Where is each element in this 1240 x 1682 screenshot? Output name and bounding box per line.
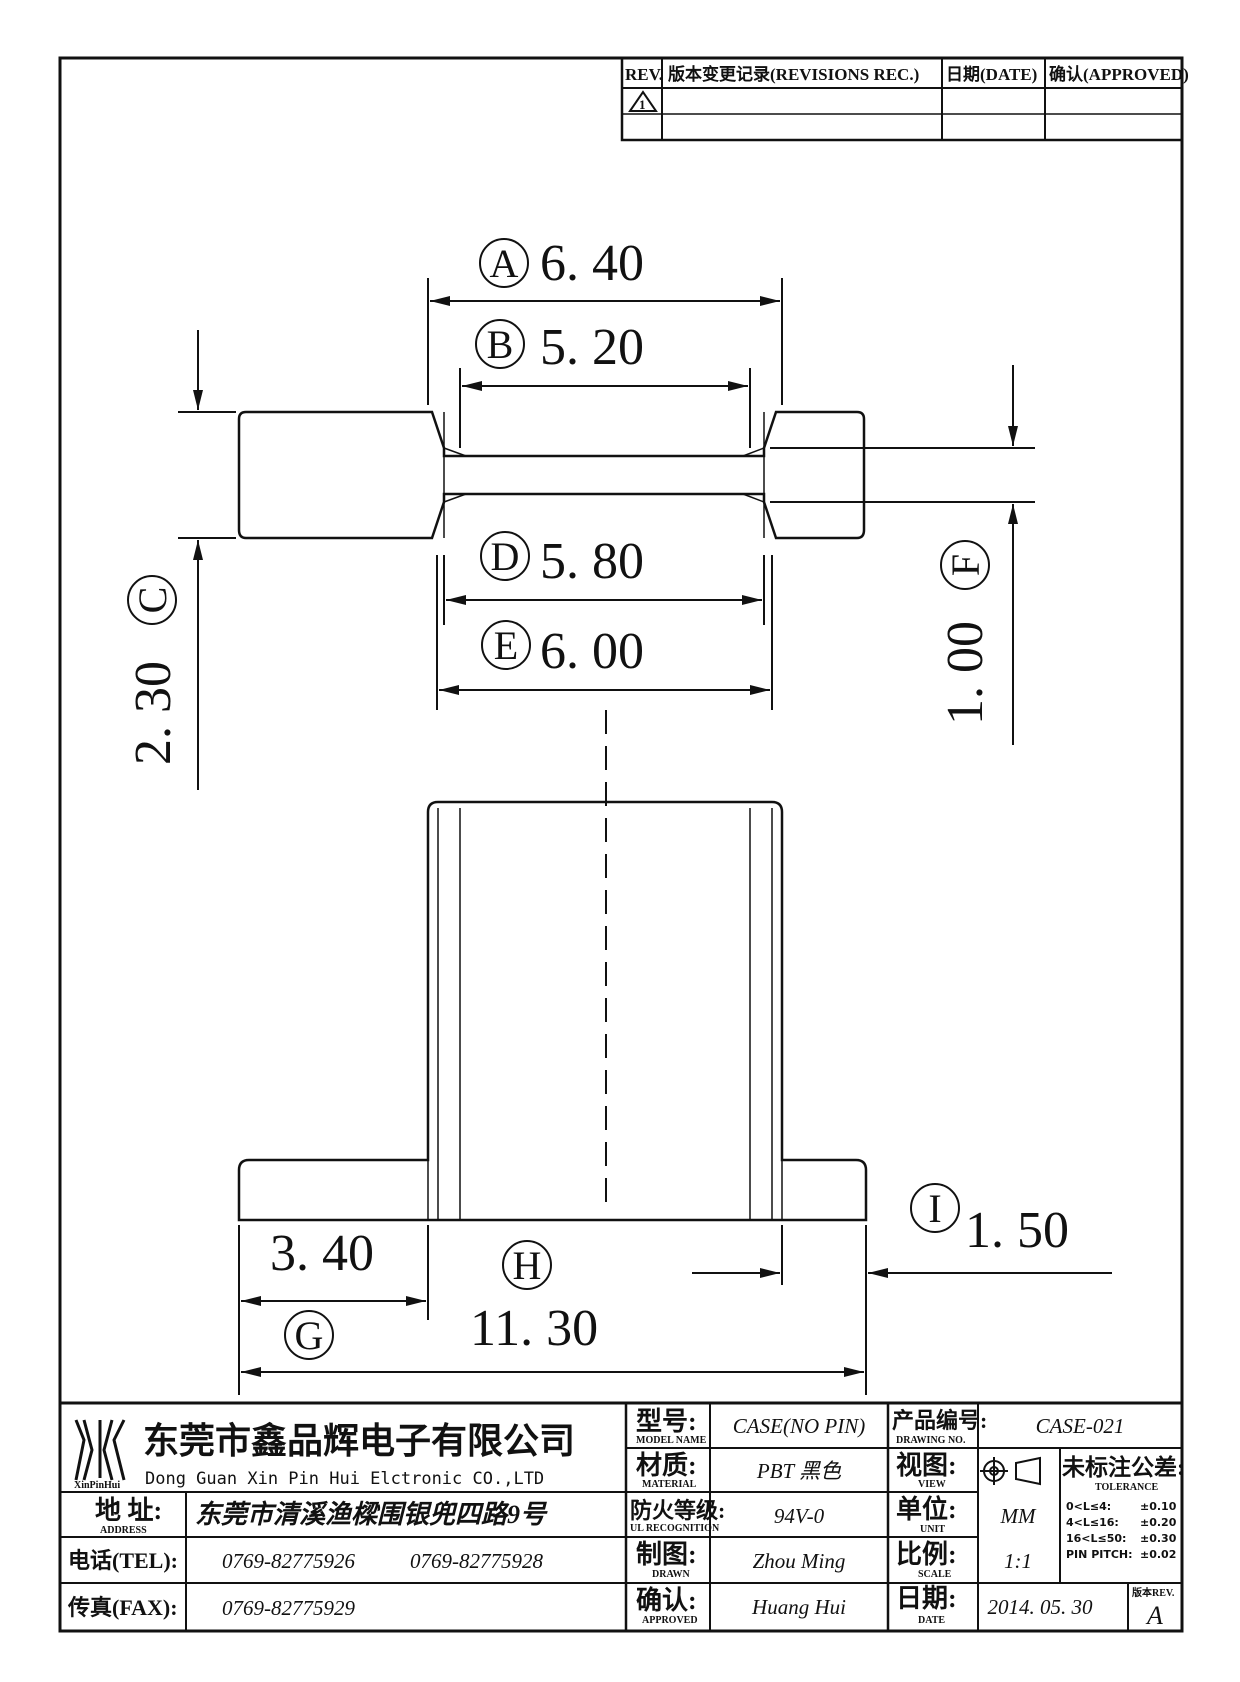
projection-symbol-icon	[980, 1456, 1041, 1486]
fax-label: 传真(FAX):	[67, 1595, 178, 1620]
drawn-value: Zhou Ming	[753, 1549, 846, 1573]
unit-label-en: UNIT	[920, 1524, 945, 1535]
date-header: 日期(DATE)	[946, 65, 1037, 84]
dim-d-letter: D	[491, 534, 520, 579]
revision-triangle-icon: 1	[628, 90, 658, 112]
tolerance-range-3: 16<L≤50:	[1066, 1532, 1126, 1545]
fire-label-en: UL RECOGNITION	[630, 1523, 720, 1534]
tolerance-value-1: ±0.10	[1140, 1500, 1177, 1513]
title-block: XinPinHui 东莞市鑫品辉电子有限公司 Dong Guan Xin Pin…	[60, 1401, 1185, 1631]
address-label: 地 址:	[95, 1496, 162, 1525]
scale-label: 比例:	[896, 1540, 957, 1569]
front-view	[237, 800, 868, 1222]
dim-a-letter: A	[490, 241, 519, 286]
tolerance-label: 未标注公差:	[1062, 1454, 1185, 1480]
date-value: 2014. 05. 30	[988, 1595, 1094, 1619]
revisions-header: 版本变更记录(REVISIONS REC.)	[668, 64, 919, 84]
drawing-no-label: 产品编号:	[892, 1408, 987, 1433]
svg-text:1: 1	[639, 97, 646, 112]
rev-label: 版本REV.	[1132, 1586, 1175, 1599]
top-view	[237, 410, 866, 540]
fire-value: 94V-0	[774, 1504, 825, 1528]
dimension-labels: A 6. 40 B 5. 20 D 5. 80 E 6. 00 C 2. 30 …	[125, 235, 1069, 1360]
address-label-en: ADDRESS	[100, 1525, 147, 1536]
fire-label: 防火等级:	[630, 1498, 725, 1523]
tolerance-range-2: 4<L≤16:	[1066, 1516, 1119, 1529]
date-label-en: DATE	[918, 1615, 945, 1626]
company-name-cn: 东莞市鑫品辉电子有限公司	[143, 1421, 575, 1461]
tolerance-value-4: ±0.02	[1140, 1548, 1176, 1561]
drawn-label: 制图:	[636, 1540, 697, 1569]
scale-value: 1:1	[1004, 1549, 1032, 1573]
dim-c-value: 2. 30	[125, 661, 182, 765]
dim-e-value: 6. 00	[540, 623, 644, 680]
revision-table: REV. 版本变更记录(REVISIONS REC.) 日期(DATE) 确认(…	[620, 56, 1189, 142]
material-label: 材质:	[636, 1451, 697, 1480]
drawn-label-en: DRAWN	[652, 1569, 691, 1580]
dim-c-letter: C	[130, 587, 175, 614]
tel-value-1: 0769-82775926	[222, 1549, 355, 1573]
address-value: 东莞市清溪渔樑围银兜四路9号	[195, 1500, 548, 1529]
model-label: 型号:	[636, 1407, 697, 1436]
dim-i-value: 1. 50	[965, 1202, 1069, 1259]
tolerance-label-en: TOLERANCE	[1095, 1482, 1158, 1493]
drawing-no-label-en: DRAWING NO.	[896, 1435, 966, 1446]
dimension-lines	[178, 278, 1112, 1395]
dim-h-letter: H	[513, 1243, 542, 1288]
drawing-no-value: CASE-021	[1036, 1414, 1125, 1438]
view-label: 视图:	[896, 1451, 957, 1480]
company-name-en: Dong Guan Xin Pin Hui Elctronic CO.,LTD	[145, 1469, 544, 1489]
material-label-en: MATERIAL	[642, 1479, 697, 1490]
tolerance-value-3: ±0.30	[1140, 1532, 1177, 1545]
tel-value-2: 0769-82775928	[410, 1549, 543, 1573]
dim-f-value: 1. 00	[937, 621, 994, 725]
scale-label-en: SCALE	[918, 1569, 952, 1580]
tel-label: 电话(TEL):	[68, 1548, 178, 1573]
approved-label: 确认:	[636, 1585, 697, 1615]
date-label: 日期:	[896, 1584, 957, 1613]
dim-f-letter: F	[943, 554, 988, 576]
approved-value: Huang Hui	[751, 1595, 846, 1619]
dim-h-value: 11. 30	[470, 1300, 598, 1357]
tolerance-range-4: PIN PITCH:	[1066, 1548, 1133, 1561]
material-value: PBT 黑色	[756, 1459, 842, 1483]
approved-label-en: APPROVED	[642, 1615, 698, 1626]
tolerance-range-1: 0<L≤4:	[1066, 1500, 1111, 1513]
tolerance-value-2: ±0.20	[1140, 1516, 1177, 1529]
dim-i-letter: I	[928, 1186, 941, 1231]
fax-value: 0769-82775929	[222, 1596, 355, 1620]
company-logo-icon: XinPinHui	[74, 1419, 126, 1491]
dim-g-letter: G	[295, 1313, 324, 1358]
rev-value: A	[1145, 1601, 1163, 1630]
dim-e-letter: E	[494, 623, 518, 668]
model-label-en: MODEL NAME	[636, 1435, 707, 1446]
svg-text:XinPinHui: XinPinHui	[74, 1480, 120, 1491]
unit-label: 单位:	[896, 1494, 957, 1524]
dim-d-value: 5. 80	[540, 533, 644, 590]
view-label-en: VIEW	[918, 1479, 946, 1490]
dim-b-letter: B	[487, 322, 514, 367]
model-value: CASE(NO PIN)	[733, 1414, 865, 1438]
dim-b-value: 5. 20	[540, 319, 644, 376]
rev-header: REV.	[625, 65, 663, 84]
sheet-border	[58, 56, 1184, 1633]
approved-header: 确认(APPROVED)	[1049, 64, 1189, 84]
unit-value: MM	[1000, 1504, 1037, 1528]
dim-g-value: 3. 40	[270, 1225, 374, 1282]
dim-a-value: 6. 40	[540, 235, 644, 292]
